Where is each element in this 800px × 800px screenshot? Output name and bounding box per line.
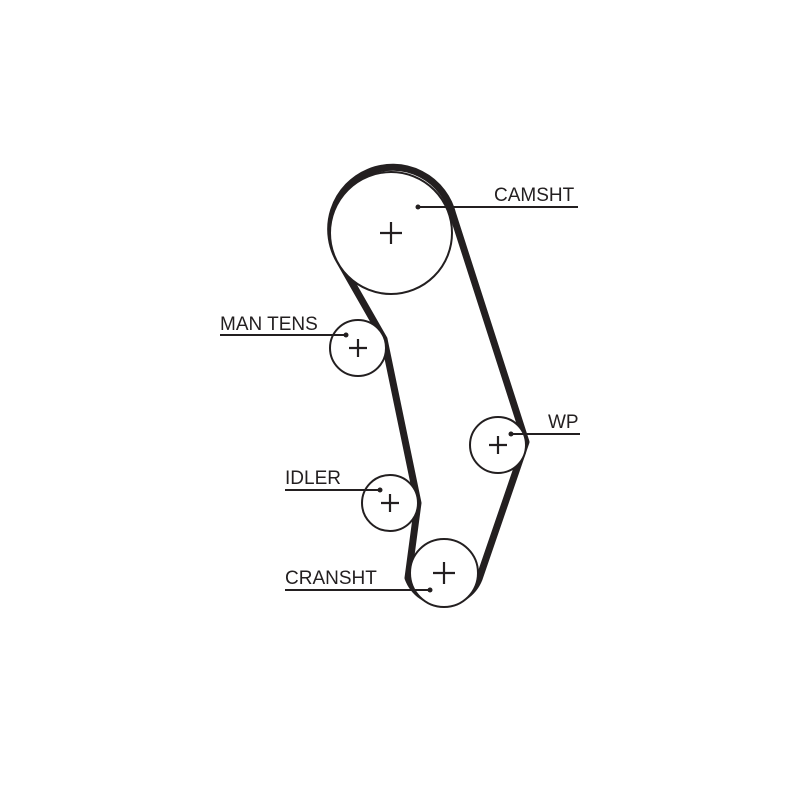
crankshaft-leader bbox=[285, 587, 433, 593]
crankshaft-pulley bbox=[409, 538, 479, 608]
idler-leader-dot bbox=[377, 487, 383, 493]
idler-label: IDLER bbox=[285, 468, 341, 489]
crankshaft-leader-dot bbox=[427, 587, 433, 593]
water-pump-leader-dot bbox=[508, 431, 514, 437]
camshaft-leader-dot bbox=[415, 204, 421, 210]
camshaft-pulley bbox=[329, 171, 453, 295]
water-pump-leader bbox=[508, 431, 580, 437]
water-pump-pulley bbox=[469, 416, 527, 474]
camshaft-label: CAMSHT bbox=[494, 185, 575, 206]
manual-tensioner-label: MAN TENS bbox=[220, 314, 318, 335]
crankshaft-label: CRANSHT bbox=[285, 568, 377, 589]
camshaft-leader bbox=[415, 204, 578, 210]
idler-leader bbox=[285, 487, 383, 493]
manual-tensioner-leader-dot bbox=[343, 332, 349, 338]
manual-tensioner-leader bbox=[220, 332, 349, 338]
idler-pulley bbox=[361, 474, 419, 532]
manual-tensioner-pulley bbox=[329, 319, 387, 377]
water-pump-label: WP bbox=[548, 412, 579, 433]
